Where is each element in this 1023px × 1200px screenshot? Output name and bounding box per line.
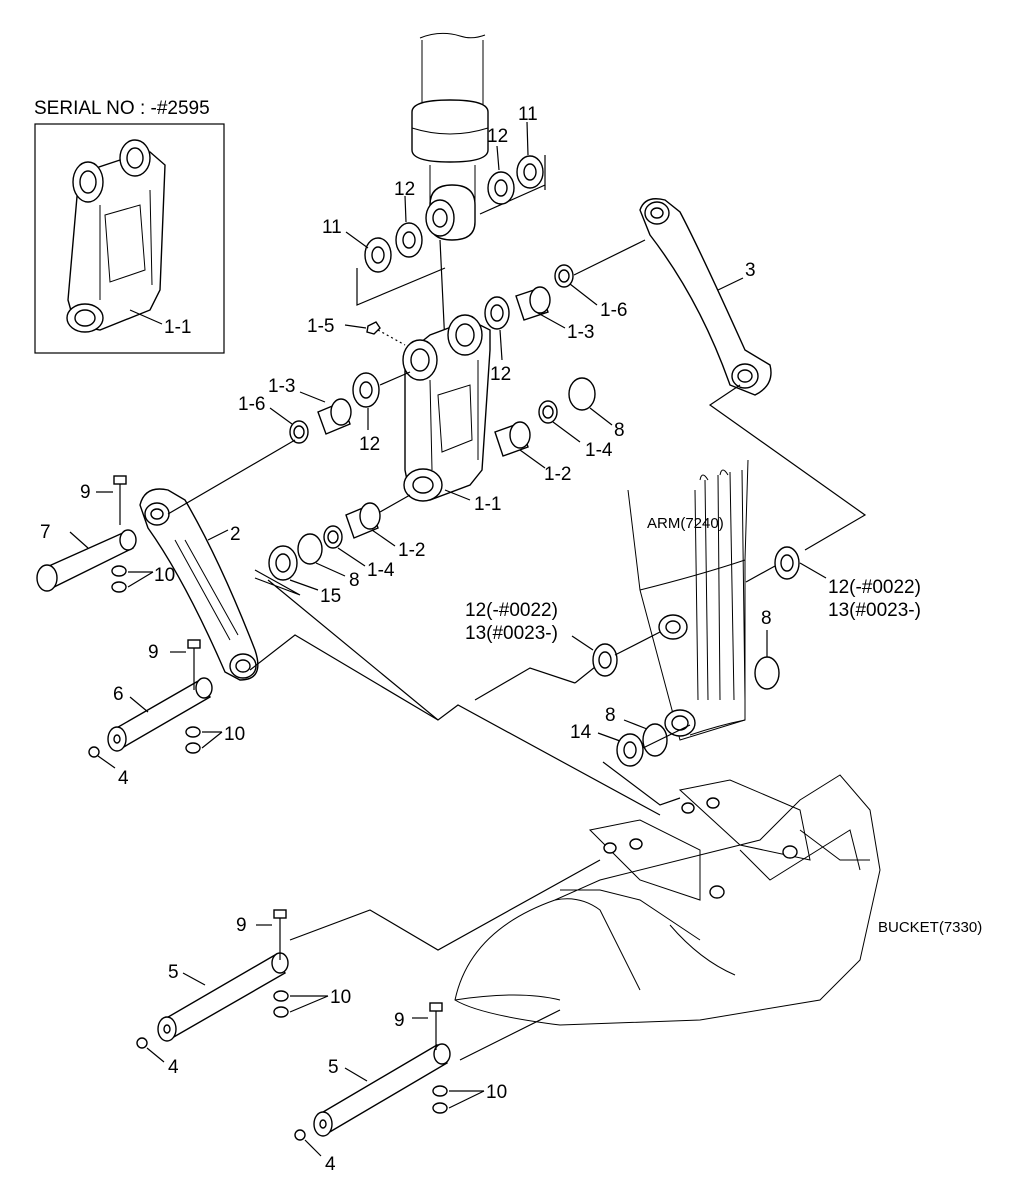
- seal-1-6-left: [289, 420, 309, 444]
- label-12-top: 12: [487, 126, 508, 147]
- washer-12-left: [395, 222, 423, 258]
- label-12-center: 12: [490, 364, 511, 385]
- washer-14: [616, 733, 644, 767]
- washer-12-13-right: [774, 546, 800, 580]
- bolt-9-pin7: [113, 475, 127, 525]
- washer-11-left: [364, 237, 392, 273]
- label-1-5: 1-5: [307, 316, 334, 337]
- washer-12-13-left: [592, 643, 618, 677]
- label-1-3-left: 1-3: [268, 376, 295, 397]
- o-ring-8-upper: [568, 377, 596, 411]
- label-9-pin5-lower: 9: [394, 1010, 405, 1031]
- label-4-pin5-lower: 4: [325, 1154, 336, 1175]
- label-6: 6: [113, 684, 124, 705]
- washer-12-center-right: [484, 296, 510, 330]
- label-8-arm-lower: 8: [605, 705, 616, 726]
- label-11-left: 11: [322, 217, 342, 238]
- label-12-left-link: 12: [359, 434, 380, 455]
- seal-1-4-upper: [538, 400, 558, 424]
- label-11-top: 11: [518, 104, 538, 125]
- label-7: 7: [40, 522, 51, 543]
- label-9-pin6: 9: [148, 642, 159, 663]
- label-1-2-upper: 1-2: [544, 464, 571, 485]
- label-12-left-arm: 12(-#0022): [465, 600, 558, 621]
- label-13-left-arm: 13(#0023-): [465, 623, 558, 644]
- lock-4-pin5-upper: [136, 1037, 148, 1049]
- o-ring-8-arm-lower: [642, 723, 668, 757]
- seal-1-6-right: [554, 264, 574, 288]
- o-ring-8-lower-left: [297, 533, 323, 565]
- lock-4-pin6: [88, 746, 100, 758]
- label-4-pin5-upper: 4: [168, 1057, 179, 1078]
- bucket-drawing: [454, 774, 881, 1026]
- label-10-pin5-lower: 10: [486, 1082, 507, 1103]
- washer-15: [268, 545, 298, 581]
- bushing-1-3-left: [317, 398, 352, 435]
- label-15: 15: [320, 586, 341, 607]
- label-14: 14: [570, 722, 592, 743]
- label-1-1-main: 1-1: [474, 494, 501, 515]
- nuts-10-pin6: [185, 726, 201, 754]
- label-12-right: 12(-#0022): [828, 577, 921, 598]
- grease-fitting-1-5: [366, 321, 381, 335]
- label-9-pin5-upper: 9: [236, 915, 247, 936]
- bushing-1-2-lower: [345, 502, 381, 539]
- label-1-4-lower: 1-4: [367, 560, 395, 581]
- label-1-3-right: 1-3: [567, 322, 594, 343]
- pin-6: [107, 677, 213, 752]
- nuts-10-pin5-lower: [432, 1085, 448, 1114]
- label-1-6-left: 1-6: [238, 394, 265, 415]
- label-8-arm-right: 8: [761, 608, 772, 629]
- inset-link-drawing: [66, 139, 166, 333]
- bucket-cylinder-drawing: [411, 32, 489, 241]
- pin-5-lower: [313, 1043, 451, 1137]
- bolt-9-pin5-upper: [273, 909, 287, 960]
- nuts-10-pin5-upper: [273, 990, 289, 1018]
- link-3: [639, 198, 772, 396]
- label-12-left: 12: [394, 179, 415, 200]
- bolt-9-pin5-lower: [429, 1002, 443, 1050]
- label-10-pin6: 10: [224, 724, 245, 745]
- label-8-upper: 8: [614, 420, 625, 441]
- label-10-pin5-upper: 10: [330, 987, 351, 1008]
- link-2: [139, 488, 259, 681]
- inset-serial-box: SERIAL NO : -#2595 1-1: [34, 98, 225, 354]
- inset-frame: [34, 123, 225, 354]
- inset-part-label: 1-1: [164, 317, 191, 338]
- label-13-right: 13(#0023-): [828, 600, 921, 621]
- label-5-lower: 5: [328, 1057, 339, 1078]
- link-assembly-1-1: [402, 314, 491, 502]
- label-2: 2: [230, 524, 241, 545]
- label-8-lower-left: 8: [349, 570, 360, 591]
- label-9-pin7: 9: [80, 482, 91, 503]
- seal-1-4-lower: [323, 525, 343, 549]
- arm-reference-label: ARM(7240): [647, 515, 724, 532]
- washer-12-right: [487, 171, 515, 205]
- o-ring-8-arm-right: [754, 656, 780, 690]
- label-1-6-right: 1-6: [600, 300, 627, 321]
- pin-7: [36, 529, 137, 592]
- serial-number-label: SERIAL NO : -#2595: [34, 98, 210, 119]
- nuts-10-pin7: [111, 565, 127, 593]
- bucket-reference-label: BUCKET(7330): [878, 919, 982, 936]
- label-4-pin6: 4: [118, 768, 129, 789]
- bolt-9-pin6: [187, 639, 201, 690]
- label-5-upper: 5: [168, 962, 179, 983]
- arm-drawing: [627, 459, 749, 741]
- bushing-1-3-right: [515, 286, 551, 321]
- label-3: 3: [745, 260, 756, 281]
- label-1-2-lower: 1-2: [398, 540, 425, 561]
- bushing-1-2-upper: [494, 421, 531, 457]
- washer-12-center-left: [352, 372, 380, 408]
- label-10-pin7: 10: [154, 565, 175, 586]
- label-1-4-upper: 1-4: [585, 440, 613, 461]
- pin-5-upper: [157, 952, 289, 1042]
- washer-11-right: [516, 155, 544, 189]
- lock-4-pin5-lower: [294, 1129, 306, 1141]
